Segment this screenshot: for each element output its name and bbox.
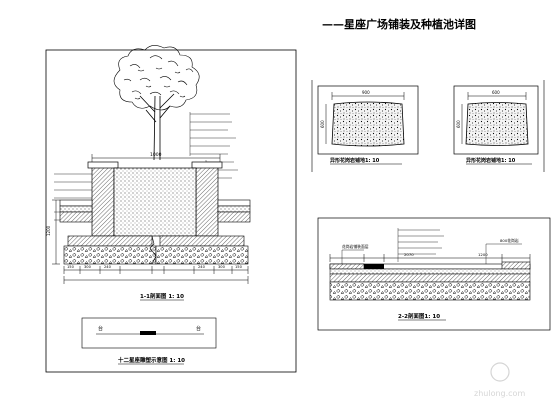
paving-section-frame bbox=[317, 217, 551, 331]
bottom-dim-1: 150 bbox=[67, 265, 75, 269]
tile-a-shape bbox=[331, 101, 405, 147]
tile-b-side-dim: 600 bbox=[456, 120, 461, 128]
left-dimension-label: 1200 bbox=[46, 225, 51, 236]
paving-callouts bbox=[341, 228, 522, 264]
tile-b-top-dim: 600 bbox=[492, 90, 500, 95]
watermark: zhulong.com bbox=[474, 362, 525, 398]
paving-section-caption: 2-2剖面图1: 10 bbox=[398, 312, 440, 320]
left-panel-frame bbox=[45, 49, 297, 373]
tile-b-shape bbox=[465, 102, 529, 146]
joint-detail: 台 台 十二星座雕塑示意图 1: 10 bbox=[81, 317, 217, 365]
tree-pit-caption: 1-1剖面图 1: 10 bbox=[140, 292, 184, 300]
tree-pit-section: 1000 bbox=[45, 45, 297, 373]
stone-tile-b: 600 600 异形花岗岩铺地1: 10 bbox=[453, 85, 539, 165]
footings bbox=[63, 235, 249, 265]
paving-left-callout: 花岗岩铺装面层 bbox=[342, 244, 369, 249]
tree-canopy-icon bbox=[113, 45, 200, 111]
joint-detail-frame bbox=[81, 317, 217, 349]
joint-right-label: 台 bbox=[196, 325, 201, 332]
tile-a-top-dim: 900 bbox=[362, 90, 370, 95]
paving-layers bbox=[59, 199, 251, 223]
stone-tile-a: 900 600 异形花岗岩铺地1: 10 bbox=[317, 85, 419, 165]
joint-left-label: 台 bbox=[98, 325, 103, 332]
top-dimension bbox=[91, 154, 221, 162]
tile-a-side-dim: 600 bbox=[320, 120, 325, 128]
pit-walls bbox=[87, 161, 223, 237]
paving-right-callout: 800花岗岩 bbox=[500, 238, 519, 243]
bottom-dim-7: 300 bbox=[218, 265, 226, 269]
bottom-dim-6: 240 bbox=[198, 265, 206, 269]
tile-b-caption: 异形花岗岩铺地1: 10 bbox=[466, 157, 516, 164]
break-line bbox=[149, 235, 157, 265]
sheet-title: ——星座广场铺装及种植池详图 bbox=[322, 17, 476, 31]
paving-section: 花岗岩铺装面层 800花岗岩 2070 1200 2-2剖面图1: 10 bbox=[317, 217, 551, 331]
tile-a-caption: 异形花岗岩铺地1: 10 bbox=[330, 157, 380, 164]
left-vertical-dimension bbox=[52, 199, 60, 265]
tree-trunk bbox=[139, 93, 175, 161]
bottom-dimension-chain bbox=[63, 266, 249, 284]
paving-dim-4: 1200 bbox=[478, 252, 488, 257]
joint-detail-caption: 十二星座雕塑示意图 1: 10 bbox=[118, 356, 185, 364]
top-dimension-label: 1000 bbox=[150, 152, 162, 158]
paving-dim-2: 2070 bbox=[404, 252, 414, 257]
bottom-dim-8: 150 bbox=[235, 265, 243, 269]
tile-b-frame bbox=[453, 85, 539, 155]
bottom-dim-2: 300 bbox=[84, 265, 92, 269]
bottom-dim-3: 240 bbox=[104, 265, 112, 269]
tile-a-frame bbox=[317, 85, 419, 155]
watermark-text: zhulong.com bbox=[474, 389, 525, 398]
